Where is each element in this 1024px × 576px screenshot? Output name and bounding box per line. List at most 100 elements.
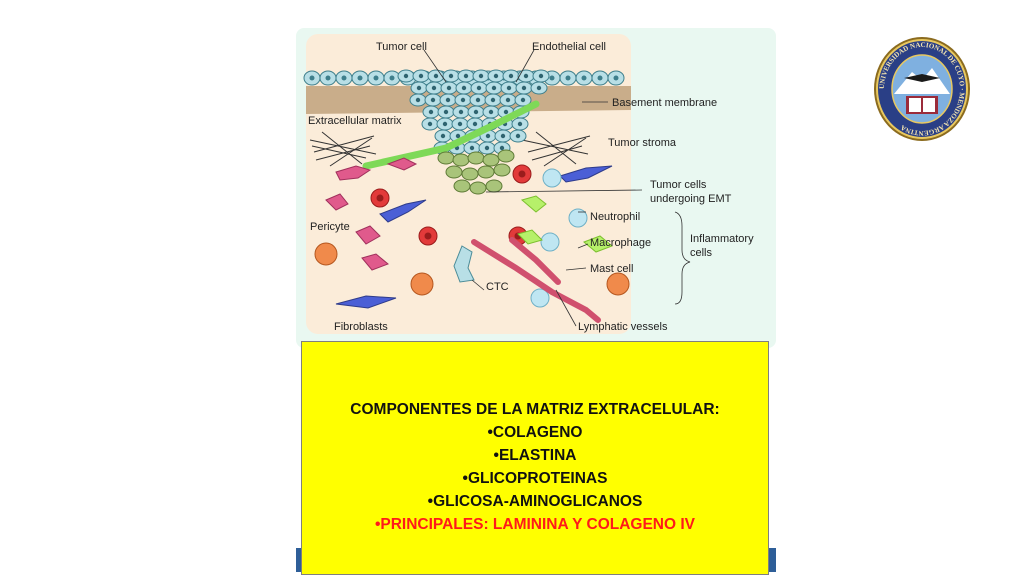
mast-cell bbox=[606, 272, 630, 296]
cell-nucleus bbox=[309, 75, 315, 81]
cell-nucleus bbox=[506, 85, 512, 91]
cell-nucleus bbox=[389, 75, 395, 81]
red-cell-core bbox=[518, 170, 526, 178]
cell-nucleus bbox=[491, 85, 497, 91]
cell-nucleus bbox=[458, 109, 464, 115]
cell-nucleus bbox=[473, 109, 479, 115]
cell-nucleus bbox=[613, 75, 619, 81]
ctc-cell bbox=[453, 245, 475, 283]
mast-cell bbox=[410, 272, 434, 296]
label-extracellular-matrix: Extracellular matrix bbox=[308, 115, 402, 127]
cell-nucleus bbox=[536, 85, 542, 91]
highlight-item: •PRINCIPALES: LAMININA Y COLAGENO IV bbox=[374, 516, 696, 533]
cell-nucleus bbox=[469, 145, 475, 151]
cell-nucleus bbox=[457, 121, 463, 127]
mast-cells bbox=[314, 242, 630, 296]
cell-nucleus bbox=[418, 73, 424, 79]
cell-nucleus bbox=[448, 73, 454, 79]
label-mast-cell: Mast cell bbox=[590, 263, 633, 275]
cell-nucleus bbox=[431, 85, 437, 91]
blood-vessel bbox=[362, 100, 540, 170]
cell-nucleus bbox=[403, 73, 409, 79]
cell-nucleus bbox=[490, 97, 496, 103]
emt-cell bbox=[452, 153, 470, 167]
fibroblasts-shapes bbox=[335, 165, 613, 309]
cell-nucleus bbox=[549, 75, 555, 81]
label-tumor-stroma: Tumor stroma bbox=[608, 137, 677, 149]
pericytes bbox=[325, 157, 418, 271]
cell-nucleus bbox=[488, 109, 494, 115]
cell-nucleus bbox=[520, 97, 526, 103]
emt-cell bbox=[482, 153, 500, 167]
neutrophils bbox=[530, 168, 588, 308]
cell-nucleus bbox=[416, 85, 422, 91]
cell-nucleus bbox=[357, 75, 363, 81]
red-blood-cells bbox=[370, 164, 532, 246]
label-tumor-cells-emt-1: Tumor cells bbox=[650, 179, 707, 191]
label-fibroblasts: Fibroblasts bbox=[334, 321, 388, 333]
cell-nucleus bbox=[505, 97, 511, 103]
label-endothelial-cell: Endothelial cell bbox=[532, 41, 606, 53]
cell-nucleus bbox=[597, 75, 603, 81]
cell-nucleus bbox=[427, 121, 433, 127]
cell-nucleus bbox=[478, 73, 484, 79]
cell-nucleus bbox=[484, 145, 490, 151]
mast-cell bbox=[314, 242, 338, 266]
cell-nucleus bbox=[538, 73, 544, 79]
cell-nucleus bbox=[325, 75, 331, 81]
cell-nucleus bbox=[521, 85, 527, 91]
label-neutrophil: Neutrophil bbox=[590, 211, 640, 223]
cell-nucleus bbox=[475, 97, 481, 103]
cell-nucleus bbox=[442, 121, 448, 127]
emt-cell bbox=[461, 167, 479, 181]
list-item: •ELASTINA bbox=[493, 447, 577, 464]
label-inflammatory-2: cells bbox=[690, 247, 713, 259]
cell-nucleus bbox=[415, 97, 421, 103]
cell-nucleus bbox=[517, 121, 523, 127]
box-heading: COMPONENTES DE LA MATRIZ EXTRACELULAR: bbox=[350, 401, 720, 418]
cell-nucleus bbox=[341, 75, 347, 81]
cell-nucleus bbox=[455, 133, 461, 139]
cell-nucleus bbox=[472, 121, 478, 127]
label-basement-membrane: Basement membrane bbox=[612, 97, 717, 109]
extracellular-matrix-fibers bbox=[309, 131, 591, 167]
cell-nucleus bbox=[508, 73, 514, 79]
label-inflammatory-1: Inflammatory bbox=[690, 233, 754, 245]
cell-nucleus bbox=[523, 73, 529, 79]
matrix-components-box: COMPONENTES DE LA MATRIZ EXTRACELULAR: •… bbox=[301, 341, 769, 575]
emt-cell bbox=[445, 165, 463, 179]
tumor-microenvironment-diagram: Tumor cell Endothelial cell Basement mem… bbox=[303, 34, 754, 334]
label-lymphatic-vessels: Lymphatic vessels bbox=[578, 321, 668, 333]
label-pericyte: Pericyte bbox=[310, 221, 350, 233]
cell-nucleus bbox=[515, 133, 521, 139]
emt-cell bbox=[437, 151, 455, 165]
red-cell-core bbox=[376, 194, 384, 202]
cell-nucleus bbox=[476, 85, 482, 91]
cell-nucleus bbox=[500, 133, 506, 139]
cell-nucleus bbox=[460, 97, 466, 103]
neutrophil-cell bbox=[530, 288, 550, 308]
neutrophil-cell bbox=[540, 232, 560, 252]
leader-lines bbox=[423, 49, 691, 327]
cell-nucleus bbox=[430, 97, 436, 103]
emt-cell bbox=[469, 181, 487, 195]
cell-nucleus bbox=[446, 85, 452, 91]
cell-nucleus bbox=[581, 75, 587, 81]
cell-nucleus bbox=[440, 133, 446, 139]
emt-cell bbox=[497, 149, 515, 163]
emt-cell bbox=[477, 165, 495, 179]
cell-nucleus bbox=[428, 109, 434, 115]
cell-nucleus bbox=[499, 145, 505, 151]
label-tumor-cell: Tumor cell bbox=[376, 41, 427, 53]
cell-nucleus bbox=[461, 85, 467, 91]
cell-nucleus bbox=[433, 73, 439, 79]
emt-cell bbox=[467, 151, 485, 165]
neutrophil-cell bbox=[542, 168, 562, 188]
cell-nucleus bbox=[463, 73, 469, 79]
cell-nucleus bbox=[503, 109, 509, 115]
label-tumor-cells-emt-2: undergoing EMT bbox=[650, 193, 732, 205]
cell-nucleus bbox=[445, 97, 451, 103]
cell-nucleus bbox=[565, 75, 571, 81]
list-item: •GLICOSA-AMINOGLICANOS bbox=[427, 493, 643, 510]
